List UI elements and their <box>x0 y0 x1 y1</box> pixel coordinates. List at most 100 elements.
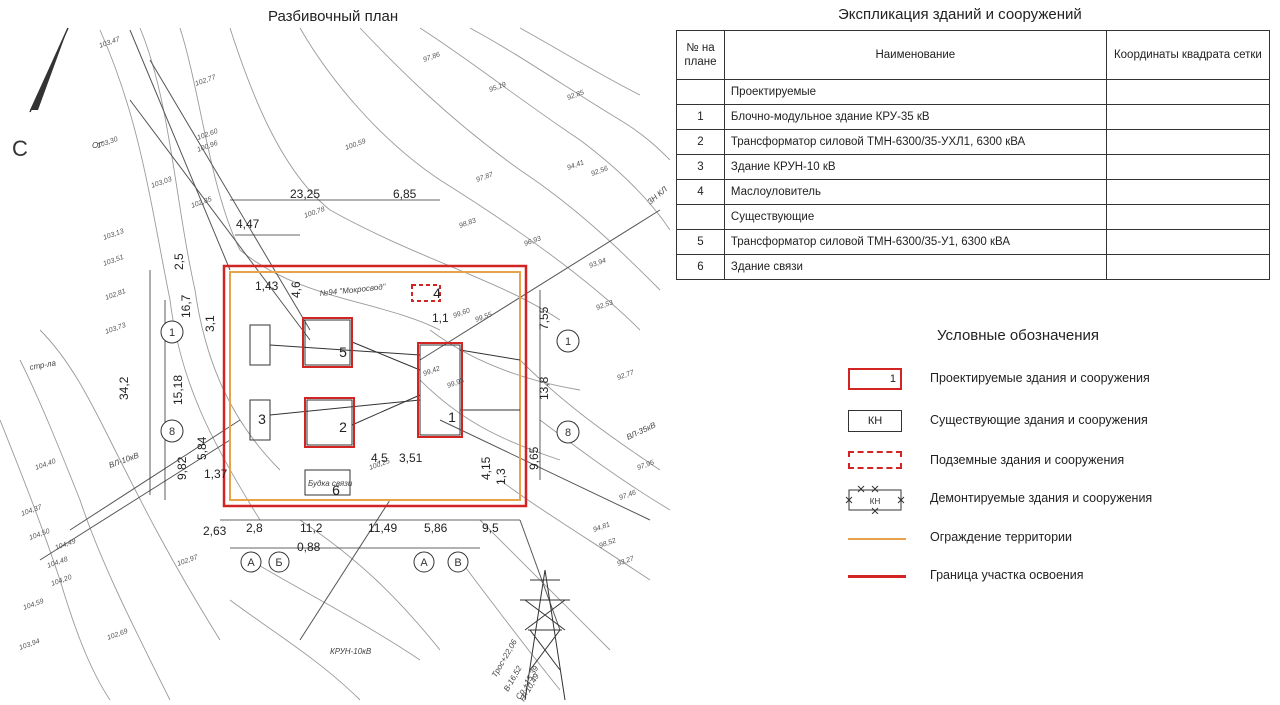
north-label: С <box>12 136 28 161</box>
elevation-label: 98,83 <box>458 217 477 230</box>
elevation-label: 97,87 <box>475 171 495 184</box>
building-number-label: 3 <box>258 411 266 427</box>
row-name: Здание КРУН-10 кВ <box>723 154 1107 180</box>
row-name: Трансформатор силовой ТМН-6300/35-УХЛ1, … <box>723 129 1107 155</box>
elevation-label: 100,78 <box>303 206 326 220</box>
plan-annotation: ЗН КЛ <box>646 184 670 206</box>
table-row: Проектируемые <box>676 79 1271 105</box>
plan-annotation: стр-ла <box>29 358 57 372</box>
elevation-label: 94,81 <box>592 521 611 534</box>
row-coord <box>1105 154 1271 180</box>
row-name: Блочно-модульное здание КРУ-35 кВ <box>723 104 1107 130</box>
elevation-label: 95,19 <box>488 81 507 94</box>
elevation-label: 99,55 <box>474 311 493 324</box>
plan-title: Разбивочный план <box>268 8 399 25</box>
black-box-icon: КН <box>845 406 905 436</box>
legend-item-boundary: Граница участка освоения <box>845 561 1265 591</box>
row-name: Маслоуловитель <box>723 179 1107 205</box>
elevation-label: 92,53 <box>595 299 614 312</box>
elevation-label: 104,37 <box>20 504 44 518</box>
building-number-label: 6 <box>332 482 340 498</box>
elevation-label: 94,41 <box>566 159 585 172</box>
terrain-contours <box>0 27 670 701</box>
elevation-label: 103,13 <box>102 228 125 242</box>
row-name: Трансформатор силовой ТМН-6300/35-У1, 63… <box>723 229 1107 255</box>
legend-label: Подземные здания и сооружения <box>930 453 1125 467</box>
building-number-label: 4 <box>433 285 441 301</box>
elevation-label: 104,49 <box>54 538 77 552</box>
row-coord <box>1105 104 1271 130</box>
dimension-label: 4,15 <box>479 456 493 480</box>
legend-title: Условные обозначения <box>937 327 1100 344</box>
row-num <box>676 204 725 230</box>
red-box-icon: 1 <box>845 364 905 394</box>
row-coord <box>1105 204 1271 230</box>
elevation-label: 99,42 <box>422 365 441 378</box>
dimension-label: 1,43 <box>255 279 279 293</box>
grid-axis-label: А <box>420 557 428 569</box>
grid-axis-markers <box>160 320 580 573</box>
row-coord <box>1105 79 1271 105</box>
explication-title: Экспликация зданий и сооружений <box>838 6 1082 23</box>
legend-label: Существующие здания и сооружения <box>930 413 1148 427</box>
elevation-label: 97,46 <box>618 489 637 502</box>
elevation-label: 104,59 <box>22 598 45 612</box>
elevation-label: 102,69 <box>106 628 129 642</box>
grid-axis-label: 1 <box>565 336 571 348</box>
elevation-label: 102,81 <box>104 288 127 302</box>
elevation-label: 92,85 <box>566 89 585 102</box>
projected-buildings <box>302 317 463 448</box>
explication-table: № на плане Наименование Координаты квадр… <box>676 30 1271 280</box>
dimension-lines <box>149 199 541 549</box>
row-coord <box>1105 229 1271 255</box>
dimension-label: 1,3 <box>494 468 508 485</box>
dimension-label: 0,88 <box>297 540 321 554</box>
grid-axis-label: 8 <box>565 427 571 439</box>
dimension-label: 9,82 <box>175 456 189 480</box>
dimension-label: 5,86 <box>424 521 448 535</box>
underground-oil-trap <box>411 284 441 302</box>
power-lines <box>39 29 661 641</box>
building-number-label: 2 <box>339 419 347 435</box>
red-dashed-box-icon <box>845 446 905 476</box>
elevation-label: 104,48 <box>46 556 69 570</box>
elevation-label: 102,97 <box>176 554 200 568</box>
grid-axis-label: А <box>247 557 255 569</box>
row-num: 1 <box>676 104 725 130</box>
row-name: Существующие <box>723 204 1107 230</box>
development-boundary <box>222 264 528 508</box>
dimension-label: 4,47 <box>236 217 260 231</box>
grid-axis-label: В <box>454 557 461 569</box>
plan-annotation: КРУН-10кВ <box>330 647 372 656</box>
row-num: 4 <box>676 179 725 205</box>
elevation-label: 100,96 <box>196 140 219 154</box>
grid-axis-label: 1 <box>169 327 175 339</box>
legend-item-underground: Подземные здания и сооружения <box>845 446 1265 476</box>
legend-item-existing: КН Существующие здания и сооружения <box>845 406 1265 436</box>
dimension-label: 1,37 <box>204 467 228 481</box>
dimension-label: 2,5 <box>172 253 186 270</box>
elevation-label: 104,50 <box>28 528 51 542</box>
elevation-label: 92,56 <box>590 165 609 178</box>
dimension-label: 7,55 <box>537 306 551 330</box>
explication-header-row: № на плане Наименование Координаты квадр… <box>676 30 1271 80</box>
plan-annotation: ВЛ-10кВ <box>108 450 141 469</box>
dimension-label: 11,2 <box>300 521 323 535</box>
legend-label: Демонтируемые здания и сооружения <box>930 491 1153 505</box>
table-row: Существующие <box>676 204 1271 230</box>
elevation-label: 103,03 <box>150 176 173 190</box>
dimension-label: 3,1 <box>203 315 217 332</box>
grid-axis-label: 8 <box>169 426 175 438</box>
elevation-label: 100,59 <box>344 138 367 152</box>
crossed-box-icon: КН <box>845 484 905 515</box>
elevation-label: 103,47 <box>98 36 122 50</box>
dimension-label: 3,51 <box>399 451 423 465</box>
substation-equipment <box>249 319 521 496</box>
row-num: 2 <box>676 129 725 155</box>
header-coord: Координаты квадрата сетки <box>1105 30 1271 80</box>
elevation-label: 103,94 <box>18 638 41 652</box>
